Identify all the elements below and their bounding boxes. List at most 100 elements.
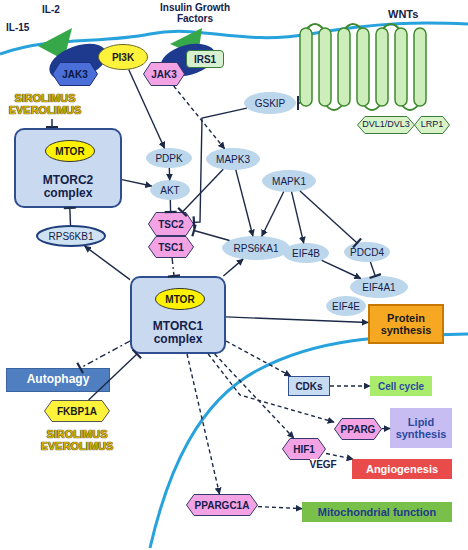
node-text: LRP1 — [421, 120, 444, 130]
protein-hexagon: TSC1 — [148, 236, 194, 258]
activation-connector — [208, 354, 334, 422]
receptor-helix — [357, 28, 369, 106]
connector-line — [223, 259, 243, 276]
connector-line — [174, 86, 225, 149]
outcome-box: Mitochondrial function — [302, 502, 452, 522]
inhibition-connector — [165, 200, 177, 212]
node-text: TSC2 — [158, 219, 184, 230]
node-text: PI3K — [112, 52, 134, 63]
receptor-helix — [395, 28, 407, 106]
node-text: MTOR — [55, 146, 84, 157]
protein-hexagon: PPARGC1A — [186, 494, 258, 516]
node-text: FKBP1A — [57, 406, 97, 417]
ligand-label: IL-2 — [42, 4, 60, 15]
ellipse-shape — [147, 149, 192, 168]
ellipse-shape — [156, 289, 205, 310]
ellipse-shape — [99, 45, 148, 70]
receptor-helix — [414, 28, 426, 106]
ellipse-shape — [223, 237, 290, 260]
connector-line — [169, 168, 171, 180]
connector-line — [330, 385, 370, 386]
ellipse-shape — [207, 149, 260, 170]
node-text: PDPK — [155, 153, 182, 164]
nuclear-membrane — [150, 334, 468, 548]
ellipse-shape — [327, 297, 366, 316]
node-text: Lipid synthesis — [392, 416, 450, 440]
connector-line — [226, 341, 291, 376]
protein-ellipse: PDCD4 — [344, 242, 390, 262]
activation-connector — [187, 354, 220, 494]
inhibition-bar — [168, 275, 180, 276]
connector-line — [326, 454, 353, 460]
node-text: CDKs — [295, 381, 322, 392]
coreceptor-hexagon: LRP1 — [414, 116, 450, 134]
node-text: Autophagy — [27, 373, 90, 386]
hexagon-shape — [53, 63, 98, 86]
node-text: MTORC1 complex — [143, 320, 213, 346]
connector-line — [85, 246, 130, 280]
complex-box: MTORC2 complexMTOR — [14, 128, 122, 208]
ligand-label: Insulin Growth Factors — [150, 2, 240, 24]
node-text: PDCD4 — [350, 247, 384, 258]
adaptor-box: IRS1 — [186, 50, 224, 68]
node-text: AKT — [160, 185, 179, 196]
connector-line — [69, 208, 71, 225]
inhibition-bar — [192, 225, 195, 237]
protein-ellipse: MAPK3 — [206, 148, 260, 170]
activation-connector — [322, 260, 361, 278]
ligand-label: IL-15 — [6, 22, 29, 33]
drug-label: SIROLIMUS EVEROLIMUS — [4, 92, 86, 116]
activation-connector — [226, 341, 291, 376]
connector-line — [172, 258, 174, 276]
activation-connector — [258, 507, 302, 509]
ellipse-shape — [263, 171, 316, 192]
ellipse-shape — [284, 244, 329, 263]
inhibition-connector — [64, 208, 76, 225]
connector-line — [215, 354, 294, 438]
connector-line — [208, 354, 334, 422]
inhibition-connector — [192, 225, 229, 241]
connector-line — [194, 231, 230, 241]
node-text: DVL1/DVL3 — [362, 120, 410, 130]
activation-connector — [326, 454, 353, 460]
kinase-hexagon: JAK3 — [143, 62, 185, 86]
coreceptor-hexagon: DVL1/DVL3 — [357, 116, 415, 134]
hexagon-shape — [149, 237, 194, 258]
ellipse-shape — [151, 181, 190, 200]
hexagon-shape — [144, 63, 185, 86]
connector-line — [370, 262, 375, 276]
activation-connector — [330, 386, 370, 387]
hexagon-shape — [335, 419, 382, 440]
complex-box: MTORC1 complexMTOR — [130, 276, 226, 354]
node-text: Protein synthesis — [371, 312, 441, 336]
outcome-box: Protein synthesis — [368, 304, 444, 344]
activation-connector — [169, 168, 170, 180]
connector-line — [226, 317, 368, 323]
outcome-box: Cell cycle — [370, 376, 432, 396]
node-text: EIF4B — [292, 248, 320, 259]
connector-line — [292, 192, 304, 243]
protein-ellipse: RPS6KA1 — [222, 236, 290, 260]
inhibition-bar — [297, 96, 299, 110]
inhibition-bar — [165, 211, 177, 214]
inhibition-connector — [370, 262, 381, 278]
node-text: GSKIP — [255, 98, 286, 109]
node-text: MAPK1 — [272, 176, 306, 187]
receptor-helix — [300, 28, 312, 106]
node-text: Angiogenesis — [366, 463, 438, 475]
connector-line — [236, 170, 253, 236]
receptor-loop — [306, 24, 419, 110]
protein-hexagon: HIF1 — [282, 438, 326, 460]
receptor-helix — [376, 28, 388, 106]
node-text: PPARGC1A — [195, 500, 250, 511]
activation-connector — [174, 86, 225, 149]
node-text: RPS6KB1 — [48, 231, 93, 242]
ellipse-shape — [351, 277, 408, 298]
hexagon-shape — [149, 213, 194, 236]
activation-connector — [226, 317, 368, 323]
connector-line — [382, 428, 390, 430]
outcome-box: Angiogenesis — [352, 459, 452, 479]
node-text: EIF4A1 — [362, 282, 395, 293]
